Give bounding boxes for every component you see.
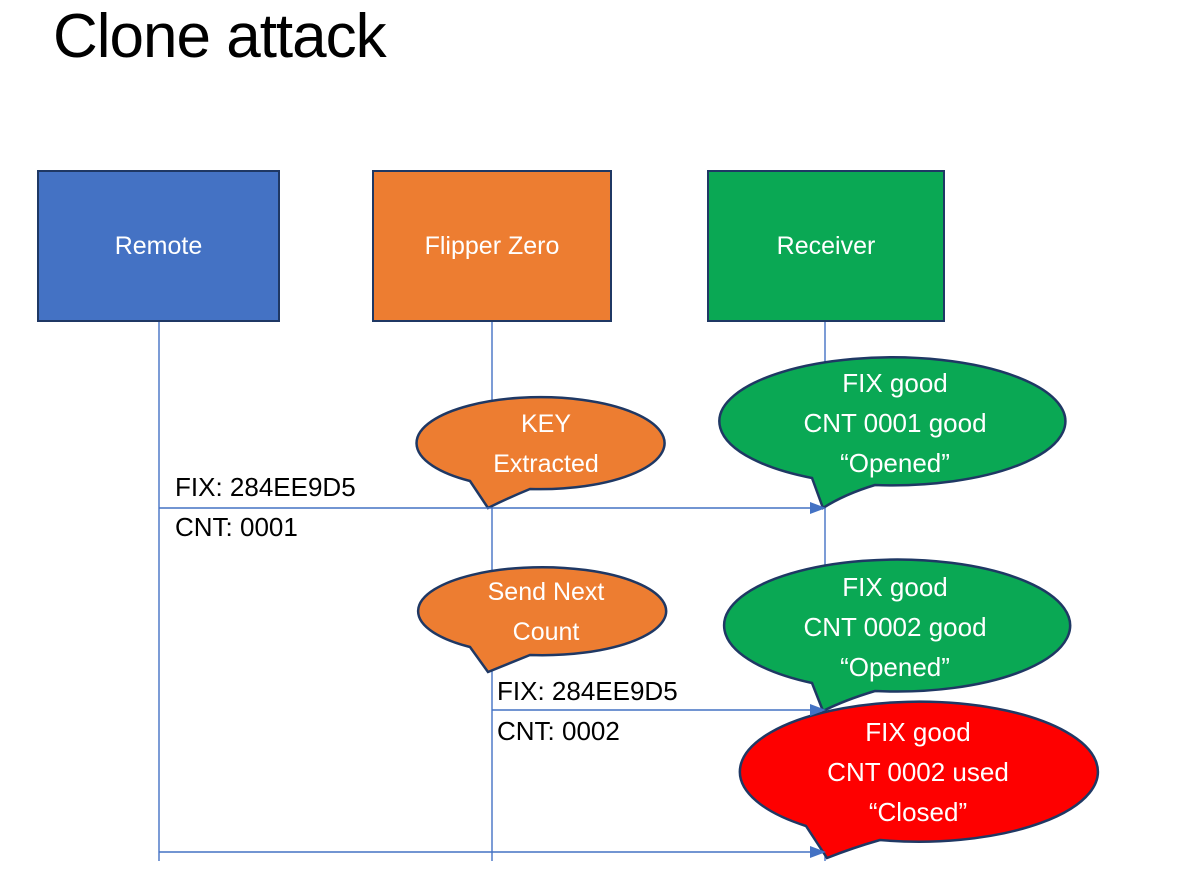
message2-fix-label: FIX: 284EE9D5: [497, 676, 678, 706]
message1-fix-label: FIX: 284EE9D5: [175, 472, 356, 502]
bubble-cnt-0002-good: [722, 558, 1072, 713]
actor-label-remote: Remote: [114, 231, 203, 260]
arrowhead-3: [810, 846, 826, 858]
bubble-cnt-0002-used: [738, 700, 1100, 860]
message1-cnt-label: CNT: 0001: [175, 512, 298, 542]
bubble-key-extracted: [415, 395, 666, 510]
message2-cnt-label: CNT: 0002: [497, 716, 620, 746]
page-title: Clone attack: [53, 2, 387, 71]
arrowhead-1: [810, 502, 826, 514]
actor-box-receiver: Receiver: [707, 170, 945, 322]
arrowhead-2: [810, 704, 826, 716]
bubble-send-next-count: [416, 565, 668, 674]
actor-box-remote: Remote: [37, 170, 280, 322]
bubble-cnt-0001-good: [718, 356, 1067, 510]
actor-box-flipper-zero: Flipper Zero: [372, 170, 612, 322]
actor-label-flipper-zero: Flipper Zero: [424, 231, 560, 260]
actor-label-receiver: Receiver: [776, 231, 876, 260]
